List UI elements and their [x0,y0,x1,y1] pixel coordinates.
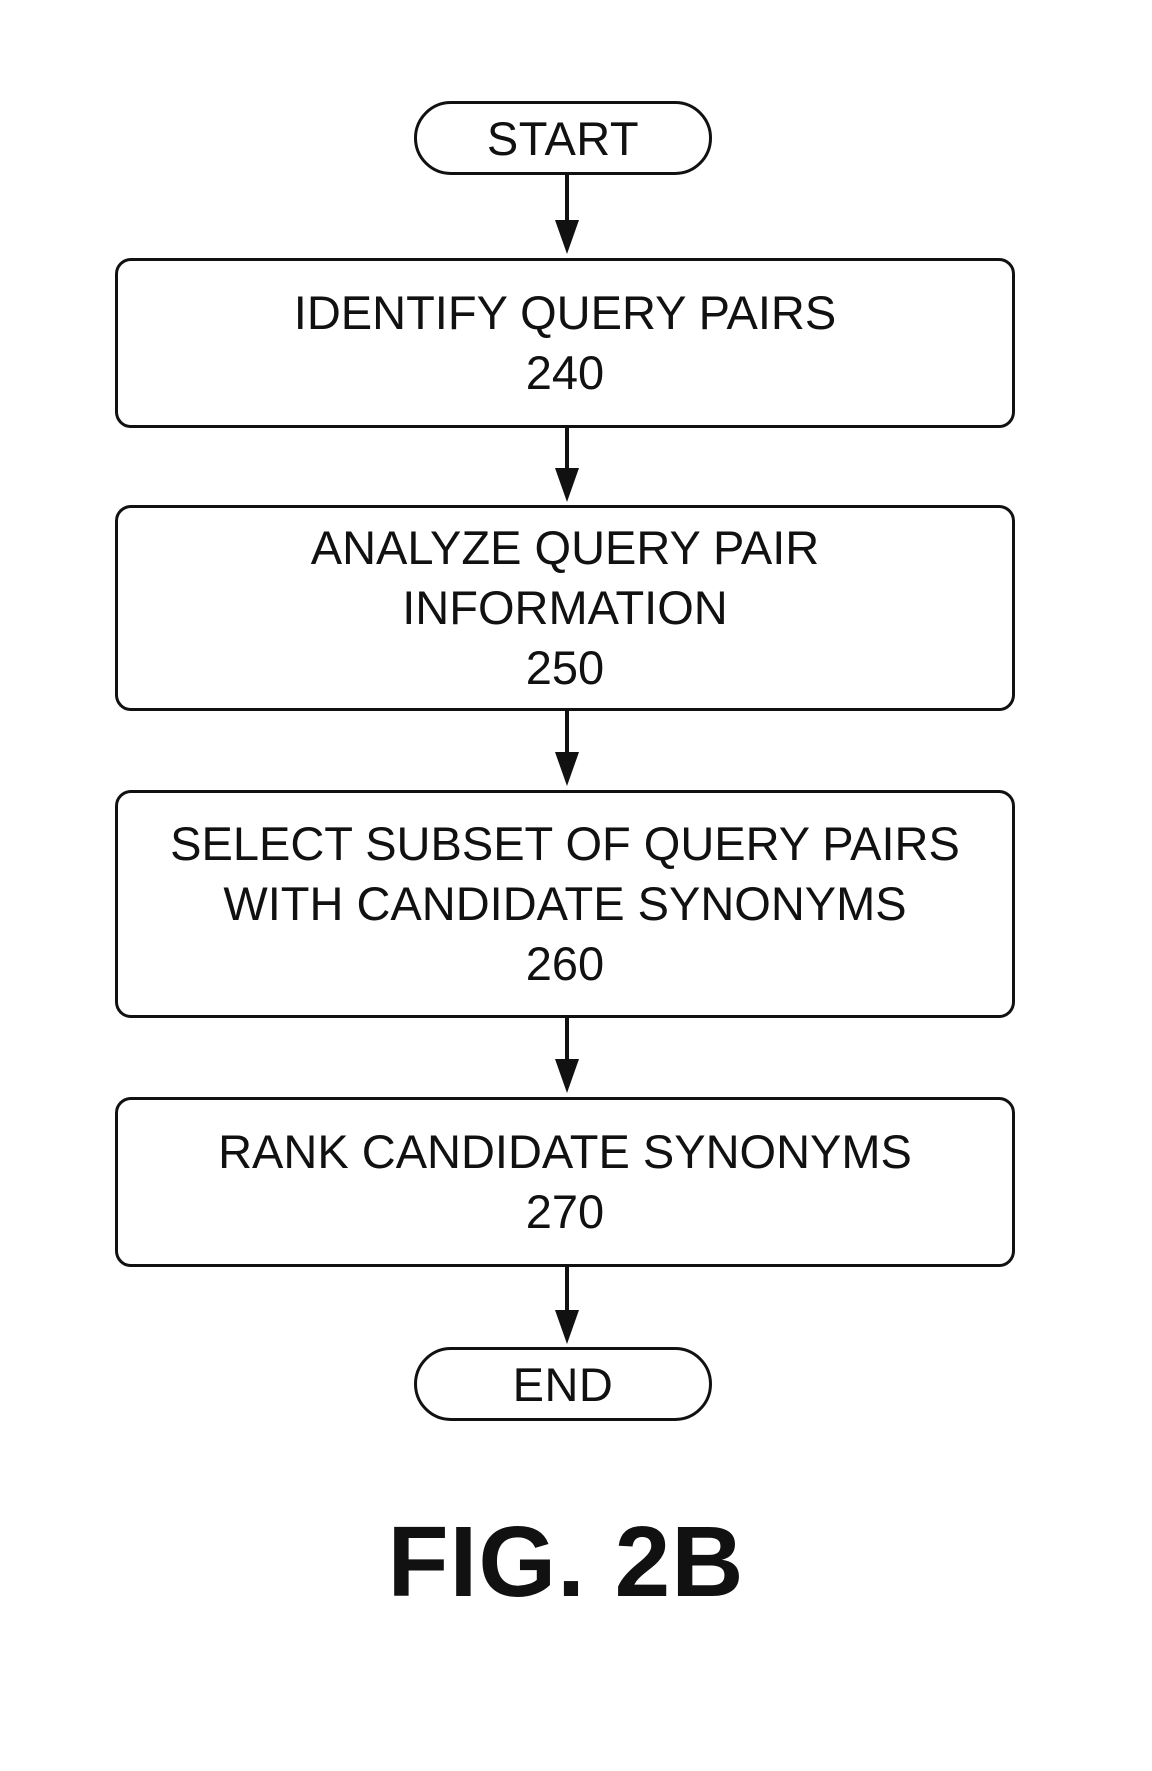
end-terminal: END [414,1347,712,1421]
step-analyze-query-pair-information: ANALYZE QUERY PAIR INFORMATION 250 [115,505,1015,711]
arrowhead-start-to-240 [555,220,579,254]
arrowhead-250-to-260 [555,752,579,786]
step-240-ref: 240 [526,343,604,403]
step-240-line-1: IDENTIFY QUERY PAIRS [294,283,836,343]
step-260-ref: 260 [526,934,604,994]
arrowhead-240-to-250 [555,468,579,502]
step-identify-query-pairs: IDENTIFY QUERY PAIRS 240 [115,258,1015,428]
arrow-250-to-260 [565,711,569,757]
arrow-start-to-240 [565,175,569,225]
end-label: END [513,1357,614,1412]
figure-label: FIG. 2B [0,1505,1132,1620]
step-250-line-1: ANALYZE QUERY PAIR [311,518,819,578]
step-250-ref: 250 [526,638,604,698]
step-270-ref: 270 [526,1182,604,1242]
step-select-subset-of-query-pairs: SELECT SUBSET OF QUERY PAIRS WITH CANDID… [115,790,1015,1018]
arrow-240-to-250 [565,428,569,473]
arrowhead-270-to-end [555,1310,579,1344]
start-label: START [487,111,639,166]
step-250-line-2: INFORMATION [402,578,728,638]
step-rank-candidate-synonyms: RANK CANDIDATE SYNONYMS 270 [115,1097,1015,1267]
arrowhead-260-to-270 [555,1059,579,1093]
start-terminal: START [414,101,712,175]
arrow-270-to-end [565,1267,569,1315]
step-270-line-1: RANK CANDIDATE SYNONYMS [218,1122,912,1182]
arrow-260-to-270 [565,1018,569,1064]
step-260-line-1: SELECT SUBSET OF QUERY PAIRS [170,814,960,874]
step-260-line-2: WITH CANDIDATE SYNONYMS [223,874,906,934]
